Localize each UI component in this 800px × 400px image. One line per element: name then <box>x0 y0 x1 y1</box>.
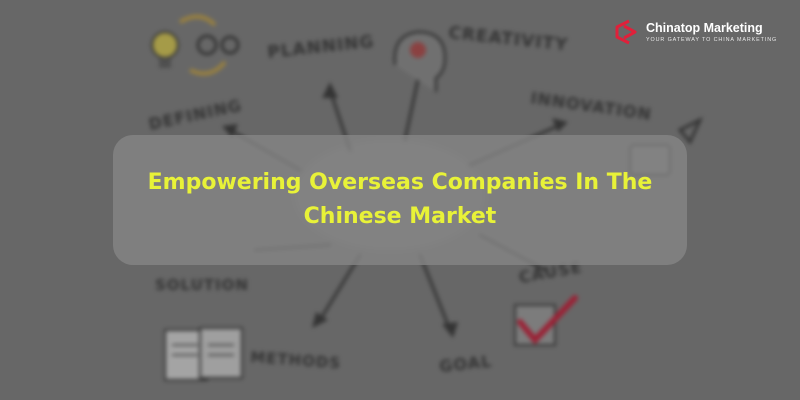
checklist-document-icon <box>164 327 243 381</box>
logo: Chinatop Marketing YOUR GATEWAY TO CHINA… <box>612 18 777 46</box>
word-solution: SOLUTION <box>155 276 249 294</box>
lightbulb-gears-icon <box>151 14 240 76</box>
head-brain-icon <box>393 30 447 92</box>
logo-tagline: YOUR GATEWAY TO CHINA MARKETING <box>646 37 778 43</box>
headline: Empowering Overseas Companies In The Chi… <box>147 170 653 229</box>
logo-brand-name: Chinatop Marketing <box>646 21 763 35</box>
chinatop-logo-icon <box>615 19 637 45</box>
headline-panel: Empowering Overseas Companies In The Chi… <box>113 135 687 265</box>
check-mark-icon <box>514 295 578 346</box>
